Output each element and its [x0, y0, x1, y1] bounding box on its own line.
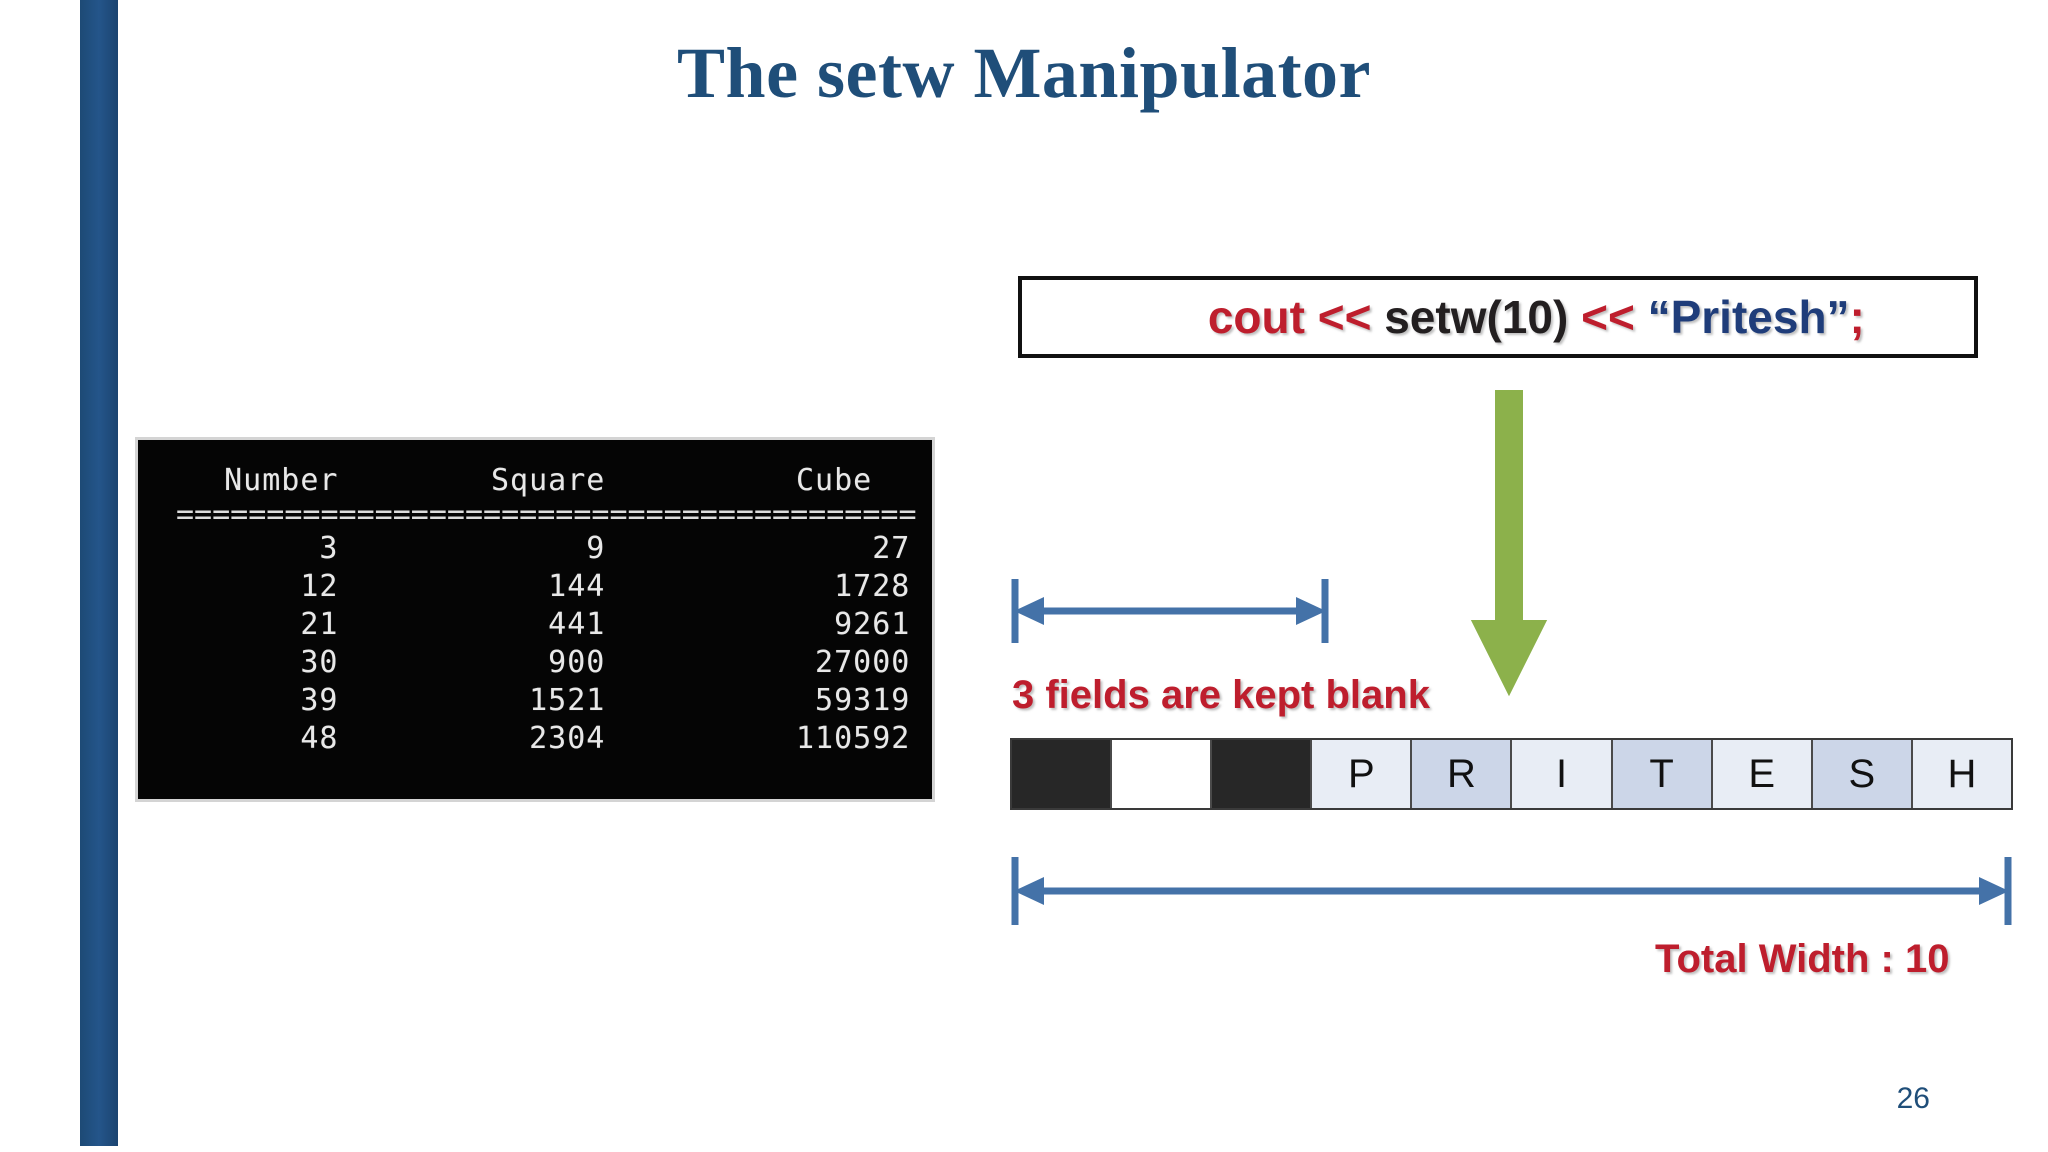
code-statement-box: cout << setw(10) << “Pritesh”;	[1018, 276, 1978, 358]
total-width-label: Total Width : 10	[1655, 937, 1950, 981]
strip-cell-h: H	[1912, 740, 2011, 808]
code-token-string: “Pritesh”	[1647, 291, 1850, 343]
terminal-separator-row: ========================================…	[176, 497, 917, 532]
blank-fields-label: 3 fields are kept blank	[1012, 673, 1430, 717]
strip-cell-e: E	[1712, 740, 1813, 808]
total-width-dimension-arrow	[1010, 855, 2013, 927]
blank-fields-dimension-arrow	[1010, 575, 1330, 647]
width-cell-strip: P R I T E S H	[1010, 738, 2013, 810]
page-number: 26	[1896, 1082, 1930, 1115]
code-statement-line: cout << setw(10) << “Pritesh”;	[1131, 236, 1865, 398]
strip-cell-r: R	[1412, 740, 1513, 808]
strip-cell-blank-1	[1012, 740, 1113, 808]
code-token-setw: setw(10)	[1384, 291, 1569, 343]
code-token-shift-2: <<	[1568, 291, 1648, 343]
strip-cell-i: I	[1512, 740, 1613, 808]
code-token-semicolon: ;	[1849, 291, 1865, 343]
strip-cell-s: S	[1812, 740, 1913, 808]
code-token-shift-1: <<	[1304, 291, 1385, 343]
terminal-data-rows: 3 9 27 12 144 1728 21 441 9261 30 900 27…	[300, 531, 911, 756]
terminal-header-row: Number Square Cube	[186, 463, 873, 498]
code-token-cout: cout	[1207, 291, 1305, 343]
left-accent-bar	[80, 0, 118, 1146]
strip-cell-blank-2	[1112, 740, 1213, 808]
terminal-output-screenshot: Number Square Cube =====================…	[135, 437, 935, 802]
green-down-arrow-icon	[1459, 385, 1559, 710]
strip-cell-t: T	[1612, 740, 1713, 808]
strip-cell-blank-3	[1212, 740, 1313, 808]
page-title: The setw Manipulator	[677, 33, 1371, 113]
strip-cell-p: P	[1312, 740, 1413, 808]
